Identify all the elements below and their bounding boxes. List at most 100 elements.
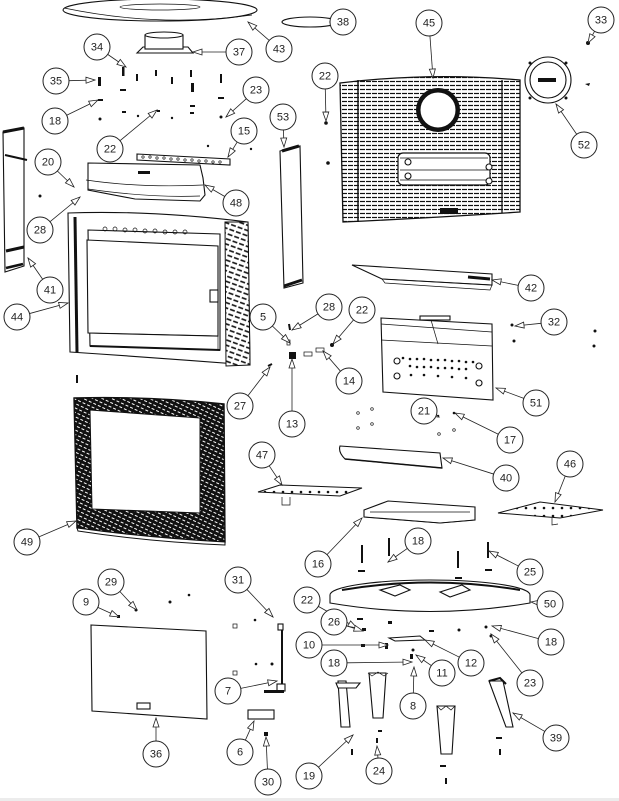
callout-12: 12 [457, 649, 485, 677]
callout-25: 25 [516, 558, 544, 586]
callout-circle [254, 768, 282, 796]
arrowhead-icon [555, 102, 565, 114]
callout-number: 35 [50, 76, 62, 88]
arrowhead-icon [57, 302, 70, 309]
callout-circle [348, 296, 376, 324]
callout-number: 22 [104, 144, 116, 156]
callout-22: 22 [348, 296, 376, 324]
callout-52: 52 [570, 131, 598, 159]
arrowhead-icon [27, 256, 37, 268]
callout-number: 12 [465, 658, 477, 670]
callout-circle [536, 590, 564, 618]
callout-number: 29 [105, 577, 117, 589]
callout-number: 16 [312, 559, 324, 571]
callout-number: 53 [277, 112, 289, 124]
callout-number: 23 [250, 85, 262, 97]
arrowhead-icon [108, 609, 121, 618]
callout-number: 31 [232, 575, 244, 587]
callout-number: 44 [11, 312, 23, 324]
callout-circle [315, 293, 343, 321]
callout-21: 21 [410, 397, 438, 425]
callout-24: 24 [365, 757, 393, 785]
arrowhead-icon [280, 333, 291, 344]
callout-number: 45 [423, 18, 435, 30]
callout-circle [3, 303, 31, 331]
callout-number: 46 [564, 459, 576, 471]
arrowhead-icon [225, 108, 236, 118]
callout-number: 51 [530, 398, 542, 410]
callout-number: 25 [524, 567, 536, 579]
callout-number: 37 [233, 47, 245, 59]
callout-circle [311, 62, 339, 90]
callout-circle [97, 568, 125, 596]
studs [98, 67, 253, 151]
callout-circle [320, 608, 348, 636]
callout-18: 18 [404, 527, 432, 555]
callout-circle [415, 9, 443, 37]
arrowhead-icon [262, 735, 270, 747]
door [73, 396, 226, 546]
callout-number: 32 [548, 317, 560, 329]
callout-41: 41 [36, 276, 64, 304]
callout-28: 28 [26, 216, 54, 244]
log-retainer [339, 445, 443, 469]
arrowhead-icon [352, 624, 365, 632]
arrowhead-icon [203, 184, 215, 193]
callout-number: 19 [303, 771, 315, 783]
arrowhead-icon [402, 658, 414, 666]
callout-circle [522, 389, 550, 417]
callout-50: 50 [536, 590, 564, 618]
callout-number: 36 [150, 749, 162, 761]
callout-circle [41, 107, 69, 135]
callout-9: 9 [72, 588, 100, 616]
callout-22: 22 [96, 135, 124, 163]
callout-49: 49 [13, 528, 41, 556]
arrowhead-icon [322, 350, 332, 361]
callout-45: 45 [415, 9, 443, 37]
callout-43: 43 [265, 35, 293, 63]
arrowhead-icon [378, 641, 390, 649]
callout-circle [587, 6, 615, 34]
callout-circle [242, 76, 270, 104]
callout-number: 17 [504, 435, 516, 447]
callout-circle [295, 762, 323, 790]
callout-40: 40 [492, 464, 520, 492]
callout-26: 26 [320, 608, 348, 636]
callout-number: 39 [550, 733, 562, 745]
arrowhead-icon [414, 654, 426, 664]
callout-circle [36, 276, 64, 304]
callout-22: 22 [293, 586, 321, 614]
callout-circle [335, 367, 363, 395]
callout-number: 22 [319, 71, 331, 83]
callout-33: 33 [587, 6, 615, 34]
callout-48: 48 [222, 189, 250, 217]
arrowhead-icon [87, 99, 100, 108]
flue-adapter [524, 56, 572, 104]
arrowhead-icon [152, 716, 160, 728]
callout-circle [269, 103, 297, 131]
lower-hardware [357, 618, 493, 732]
arrowhead-icon [428, 68, 436, 80]
arrowhead-icon [511, 712, 523, 721]
callout-37: 37 [225, 38, 253, 66]
callout-circle [540, 308, 568, 336]
callout-number: 13 [286, 419, 298, 431]
door-handle-assembly [117, 593, 286, 736]
arrowhead-icon [85, 76, 97, 84]
callout-number: 18 [328, 658, 340, 670]
callout-29: 29 [97, 568, 125, 596]
callout-5: 5 [249, 303, 277, 331]
callout-19: 19 [295, 762, 323, 790]
arrowhead-icon [487, 550, 499, 559]
callout-39: 39 [542, 724, 570, 752]
arrowhead-icon [64, 177, 75, 188]
callout-number: 49 [21, 537, 33, 549]
arrowhead-icon [386, 553, 398, 563]
callout-16: 16 [304, 550, 332, 578]
arrowhead-icon [65, 520, 78, 528]
right-grate [497, 501, 604, 526]
callout-17: 17 [496, 426, 524, 454]
left-grate [257, 484, 363, 506]
callout-number: 30 [262, 777, 274, 789]
callout-10: 10 [295, 631, 323, 659]
